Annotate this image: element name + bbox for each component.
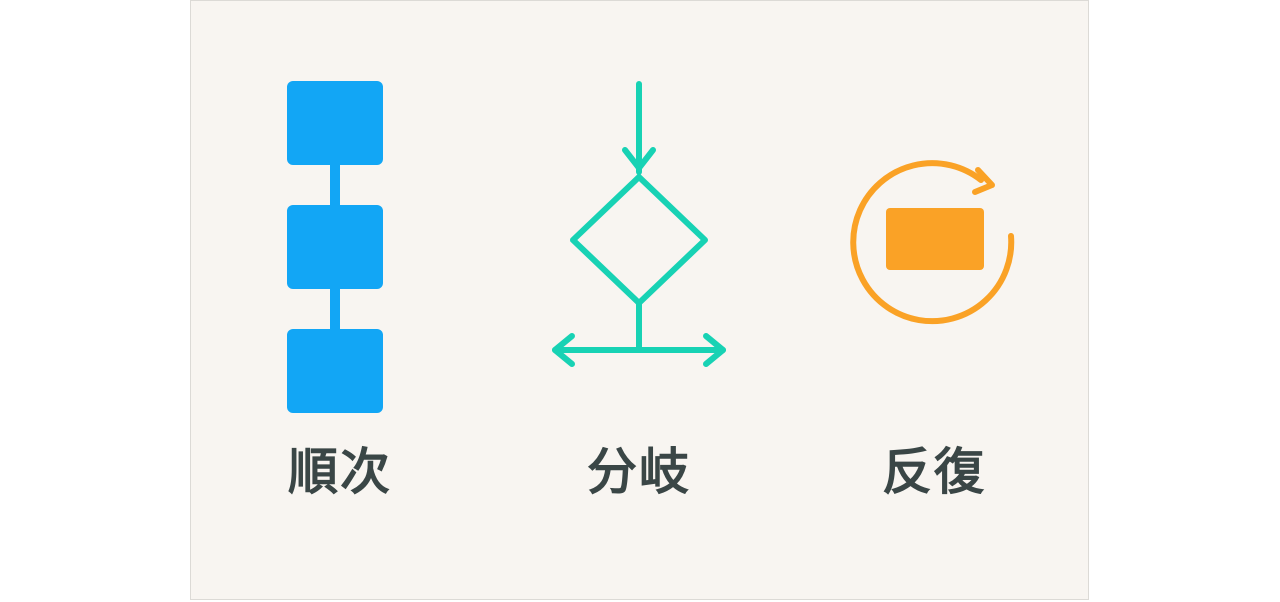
branch-left-arrowhead	[552, 333, 575, 367]
loop-arrowhead	[972, 167, 995, 195]
loop-block	[886, 208, 984, 270]
branch-decision-icon	[552, 81, 726, 367]
branch-input-arrowhead	[622, 147, 656, 171]
sequence-label: 順次	[288, 443, 392, 501]
sequence-block-2	[287, 205, 383, 289]
loop-label: 反復	[882, 443, 986, 501]
loop-arrow-icon	[850, 160, 1015, 325]
branch-right-arrowhead	[703, 333, 726, 367]
sequence-block-3	[287, 329, 383, 413]
branch-label: 分岐	[587, 443, 691, 501]
sequence-block-1	[287, 81, 383, 165]
loop-cycle-arc	[850, 160, 1015, 325]
sequence-blocks-icon	[287, 81, 383, 413]
branch-decision-diamond	[570, 174, 708, 306]
